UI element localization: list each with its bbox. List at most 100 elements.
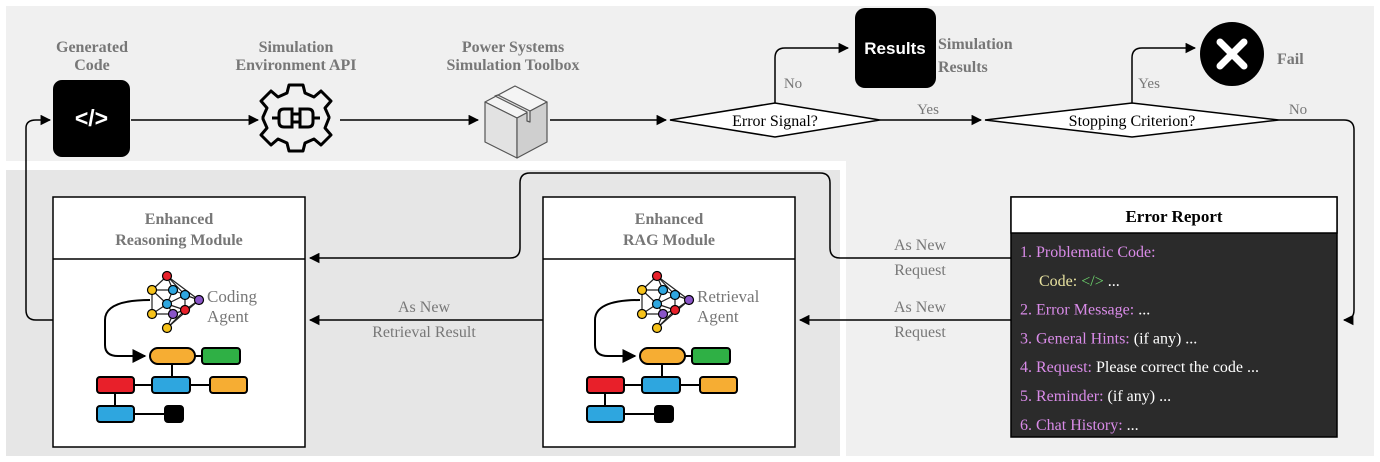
top-row-connectors	[25, 42, 1355, 326]
task-block	[641, 376, 681, 394]
nn-node	[651, 298, 663, 310]
nn-node	[657, 308, 669, 320]
report-to-reasoning-label-2: Request	[894, 262, 946, 279]
arrow-report-to-reasoning	[308, 172, 1011, 264]
coding-agent-label-2: Agent	[207, 307, 249, 326]
stopping-criterion-label: Stopping Criterion?	[1069, 113, 1196, 130]
top-panel-background	[6, 6, 1374, 161]
results-title-1: Simulation	[938, 36, 1013, 53]
nn-node	[167, 308, 179, 320]
error-report-item: Code: </> ...	[1039, 273, 1120, 290]
task-block	[96, 376, 135, 394]
results-badge-label: Results	[864, 39, 925, 58]
reasoning-title-2: Reasoning Module	[115, 232, 243, 249]
task-graph-icon	[96, 299, 248, 423]
task-block	[164, 405, 184, 423]
code-glyph: </>	[75, 105, 108, 131]
results-node: Results Simulation Results	[855, 8, 1013, 88]
stopping-yes: Yes	[1138, 76, 1160, 92]
task-block	[654, 405, 674, 423]
task-block	[209, 376, 248, 394]
flow-arrow	[594, 299, 641, 363]
nn-node	[651, 270, 663, 282]
task-block	[639, 347, 686, 365]
nn-node	[636, 308, 648, 320]
report-to-rag-label-1: As New	[894, 299, 946, 316]
error-signal-yes: Yes	[917, 102, 939, 118]
rag-to-reasoning-label-2: Retrieval Result	[372, 324, 476, 341]
gear-plug-icon	[259, 83, 333, 153]
error-report-item: 5. Reminder: (if any) ...	[1020, 388, 1171, 405]
coding-agent-label-1: Coding	[207, 287, 258, 306]
neural-network-icon	[636, 270, 695, 334]
arrow-reasoning-to-code	[25, 114, 53, 321]
error-report-items: 1. Problematic Code: Code: </> ... 2. Erro…	[1020, 244, 1259, 434]
box-icon	[484, 85, 548, 159]
rag-title-2: RAG Module	[623, 232, 715, 249]
results-title-2: Results	[938, 59, 988, 76]
arrow-stopping-to-report	[1279, 119, 1355, 326]
nn-node	[179, 304, 191, 316]
nn-edge	[166, 275, 200, 301]
task-block	[96, 405, 135, 423]
generated-code-title-1: Generated	[56, 39, 128, 56]
rag-to-reasoning-label-1: As New	[398, 299, 450, 316]
error-report: Error Report 1. Problematic Code: Code: <…	[1010, 196, 1338, 438]
task-block	[699, 376, 738, 394]
generated-code-title-2: Code	[74, 57, 110, 74]
arrow-error-to-results	[774, 42, 850, 103]
results-badge	[855, 8, 936, 88]
nn-node	[669, 304, 681, 316]
sim-env-api-node: Simulation Environment API	[235, 39, 357, 153]
nn-node	[657, 284, 669, 296]
nn-node	[636, 284, 648, 296]
error-report-item: 6. Chat History: ...	[1020, 417, 1139, 434]
retrieval-agent-label-1: Retrieval	[697, 287, 760, 306]
sim-env-api-title-2: Environment API	[235, 57, 356, 74]
retrieval-agent-label-2: Agent	[697, 307, 739, 326]
task-block	[586, 376, 625, 394]
nn-node	[146, 284, 158, 296]
reasoning-title-1: Enhanced	[145, 211, 214, 228]
reasoning-module: Enhanced Reasoning Module Coding Agent	[52, 196, 306, 448]
nn-node	[193, 294, 205, 306]
neural-network-icon	[146, 270, 205, 334]
nn-node	[161, 298, 173, 310]
flow-arrow	[104, 299, 151, 363]
nn-node	[161, 270, 173, 282]
generated-code-node: Generated Code </>	[53, 39, 130, 157]
error-report-item: 4. Request: Please correct the code ...	[1020, 359, 1259, 376]
stopping-no: No	[1289, 102, 1307, 118]
error-report-item: 2. Error Message: ...	[1020, 302, 1150, 319]
toolbox-node: Power Systems Simulation Toolbox	[447, 39, 579, 159]
error-report-item: 1. Problematic Code:	[1020, 244, 1156, 261]
task-block	[586, 405, 625, 423]
rag-module: Enhanced RAG Module Retrieval Agent	[542, 196, 796, 448]
error-report-item: 3. General Hints: (if any) ...	[1020, 330, 1197, 347]
nn-node	[683, 294, 695, 306]
error-signal-label: Error Signal?	[732, 113, 818, 130]
report-to-rag-label-2: Request	[894, 324, 946, 341]
toolbox-title-1: Power Systems	[462, 39, 564, 56]
code-brackets-icon	[53, 80, 130, 157]
error-signal-no: No	[784, 76, 802, 92]
report-to-reasoning-label-1: As New	[894, 237, 946, 254]
stopping-criterion-decision: Stopping Criterion? Yes No	[984, 76, 1307, 138]
task-block	[149, 347, 196, 365]
task-block	[151, 376, 191, 394]
nn-node	[167, 284, 179, 296]
bottom-connectors	[308, 172, 1011, 326]
error-report-title: Error Report	[1125, 207, 1222, 226]
nn-node	[669, 289, 681, 301]
nn-node	[651, 322, 663, 334]
nn-node	[179, 289, 191, 301]
task-block	[691, 347, 731, 365]
nn-node	[161, 322, 173, 334]
sim-env-api-title-1: Simulation	[259, 39, 334, 56]
nn-node	[146, 308, 158, 320]
task-graph-icon	[586, 299, 738, 423]
nn-edge	[656, 275, 690, 301]
fail-node: Fail	[1200, 22, 1304, 86]
arrow-stopping-to-fail	[1131, 42, 1197, 103]
